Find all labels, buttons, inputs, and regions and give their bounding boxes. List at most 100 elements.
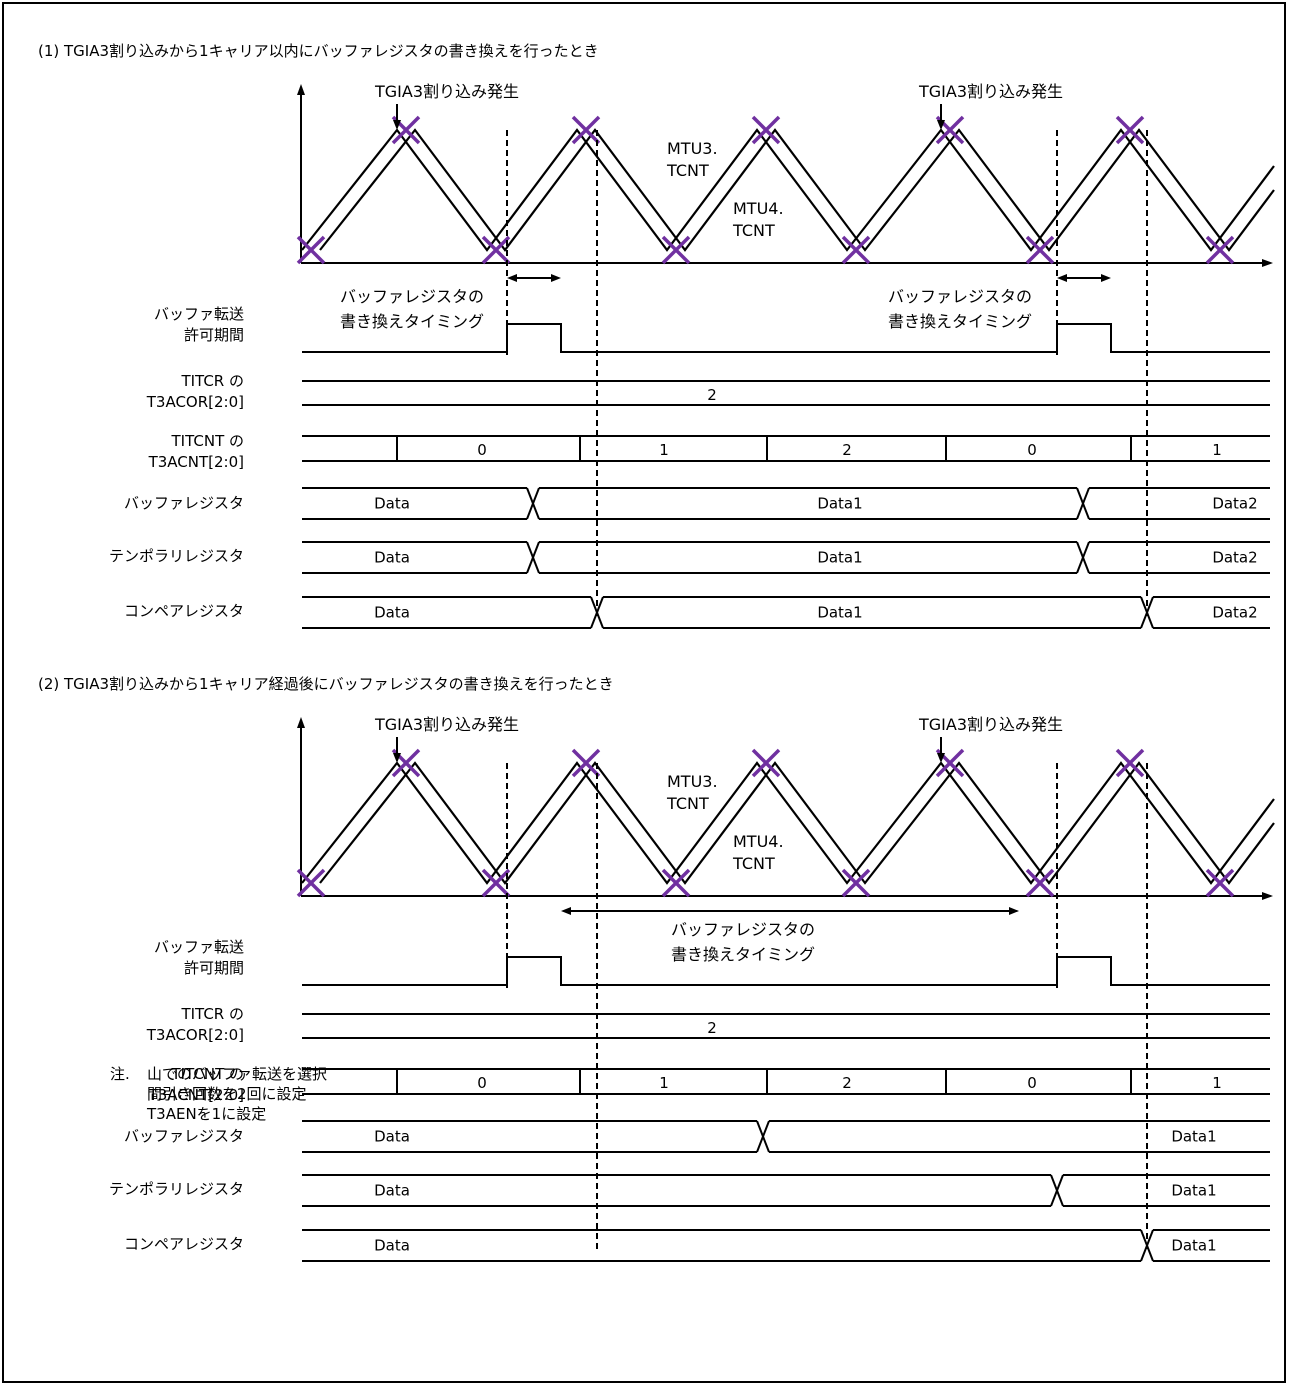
sec2-label-transfer-2: 許可期間	[184, 959, 244, 977]
sec1-rewrite-label-1-2: 書き換えタイミング	[340, 312, 484, 331]
sec2-buffer-bus-value-2: Data1	[1171, 1128, 1216, 1146]
sec1-compare-bus-cross-b-2	[1140, 596, 1154, 629]
sec1-mtu4-tcnt-wave	[319, 128, 1275, 252]
sec1-mtu3-tcnt-wave	[301, 128, 1275, 252]
sec1-buffer-bus-value-2: Data1	[817, 495, 862, 513]
sec1-buffer-bus-value-1: Data	[374, 495, 410, 513]
sec1-marker-3-b	[571, 115, 601, 145]
sec1-rewrite-label-2-1: バッファレジスタの	[888, 287, 1032, 306]
sec1-label-transfer-2: 許可期間	[184, 326, 244, 344]
note-line-2: 間引き回数を2回に設定	[147, 1085, 307, 1103]
sec2-titcnt-value-5: 1	[1212, 1074, 1222, 1092]
sec2-titcr-value: 2	[707, 1019, 717, 1037]
sec1-interrupt-arrowhead-1	[393, 120, 401, 130]
sec2-marker-2-b	[391, 748, 421, 778]
sec1-interrupt-label-1: TGIA3割り込み発生	[374, 82, 519, 101]
sec1-marker-10-b	[1025, 235, 1055, 265]
sec2-compare-bus-value-2: Data1	[1171, 1237, 1216, 1255]
sec1-compare-bus-value-1: Data	[374, 604, 410, 622]
sec1-marker-11-b	[1205, 235, 1235, 265]
sec2-mtu4-tcnt-wave	[319, 761, 1275, 885]
sec2-mtu4-label-2: TCNT	[732, 854, 775, 873]
sec1-mtu3-label-2: TCNT	[666, 161, 709, 180]
sec2-interrupt-label-1: TGIA3割り込み発生	[374, 715, 519, 734]
sec2-marker-11-b	[1205, 868, 1235, 898]
sec1-titcnt-value-3: 2	[842, 441, 852, 459]
sec1-label-buffer-1: バッファレジスタ	[124, 494, 244, 512]
sec1-compare-bus-cross-b-1	[590, 596, 604, 629]
note-prefix: 注.	[110, 1065, 130, 1083]
sec1-buffer-bus-cross-b-2	[1076, 487, 1090, 520]
sec2-marker-6-b	[1115, 748, 1145, 778]
sec2-axis-x-arrow	[1262, 892, 1273, 900]
sec1-mtu4-label-1: MTU4.	[733, 199, 784, 218]
sec1-title: (1) TGIA3割り込みから1キャリア以内にバッファレジスタの書き換えを行った…	[38, 42, 599, 60]
sec2-interrupt-arrowhead-1	[393, 753, 401, 763]
sec2-mtu3-label-2: TCNT	[666, 794, 709, 813]
sec1-label-transfer-1: バッファ転送	[154, 305, 244, 323]
sec1-label-titcnt-1: TITCNT の	[171, 432, 245, 450]
sec2-rewrite-arrow-head-right	[1009, 907, 1019, 915]
sec2-axis-y-arrow	[297, 717, 305, 728]
note-line-3: T3AENを1に設定	[147, 1105, 267, 1123]
sec1-buffer-bus-cross-b-1	[526, 487, 540, 520]
sec1-transfer-wave	[302, 323, 1270, 353]
sec2-label-buffer-1: バッファレジスタ	[124, 1127, 244, 1145]
sec2-rewrite-arrow-head-left	[561, 907, 571, 915]
sec1-temp-bus-cross-b-2	[1076, 541, 1090, 574]
sec1-label-temp-1: テンポラリレジスタ	[109, 547, 244, 565]
sec1-marker-5-b	[935, 115, 965, 145]
sec1-temp-bus-cross-b-1	[526, 541, 540, 574]
sec1-axis-x-arrow	[1262, 259, 1273, 267]
sec2-mtu3-tcnt-wave	[301, 761, 1275, 885]
sec2-temp-bus-cross-b-1	[1050, 1174, 1064, 1207]
sec2-interrupt-arrowhead-2	[937, 753, 945, 763]
sec2-marker-1-b	[296, 868, 326, 898]
sec2-titcnt-value-1: 0	[477, 1074, 487, 1092]
sec1-mtu4-label-2: TCNT	[732, 221, 775, 240]
sec1-marker-2-b	[391, 115, 421, 145]
sec2-buffer-bus-value-1: Data	[374, 1128, 410, 1146]
sec1-compare-bus-value-3: Data2	[1212, 604, 1257, 622]
sec1-marker-7-b	[481, 235, 511, 265]
sec1-buffer-bus-value-3: Data2	[1212, 495, 1257, 513]
sec2-buffer-bus-cross-b-1	[756, 1120, 770, 1153]
sec2-compare-bus-cross-b-1	[1140, 1229, 1154, 1262]
sec1-rewrite-arrow-1-head-right	[551, 274, 561, 282]
sec2-mtu3-label-1: MTU3.	[667, 772, 718, 791]
note-line-1: 山でのバッファ転送を選択	[147, 1065, 328, 1083]
sec2-label-titcr-1: TITCR の	[180, 1005, 244, 1023]
sec1-interrupt-label-2: TGIA3割り込み発生	[918, 82, 1063, 101]
sec1-marker-6-b	[1115, 115, 1145, 145]
sec1-rewrite-arrow-1-head-left	[507, 274, 517, 282]
sec1-titcnt-value-4: 0	[1027, 441, 1037, 459]
sec2-title: (2) TGIA3割り込みから1キャリア経過後にバッファレジスタの書き換えを行っ…	[38, 675, 614, 693]
sec2-titcnt-value-2: 1	[659, 1074, 669, 1092]
sec1-marker-1-b	[296, 235, 326, 265]
sec1-label-titcnt-2: T3ACNT[2:0]	[148, 453, 244, 471]
sec2-interrupt-label-2: TGIA3割り込み発生	[918, 715, 1063, 734]
sec1-temp-bus-value-2: Data1	[817, 549, 862, 567]
sec1-label-titcr-2: T3ACOR[2:0]	[146, 393, 244, 411]
sec2-marker-10-b	[1025, 868, 1055, 898]
sec2-marker-9-b	[841, 868, 871, 898]
sec2-mtu4-label-1: MTU4.	[733, 832, 784, 851]
sec1-rewrite-arrow-2-head-right	[1101, 274, 1111, 282]
sec1-mtu3-label-1: MTU3.	[667, 139, 718, 158]
sec1-rewrite-label-2-2: 書き換えタイミング	[888, 312, 1032, 331]
sec2-label-titcr-2: T3ACOR[2:0]	[146, 1026, 244, 1044]
sec2-titcnt-value-3: 2	[842, 1074, 852, 1092]
sec1-titcnt-value-5: 1	[1212, 441, 1222, 459]
sec2-marker-5-b	[935, 748, 965, 778]
sec2-label-compare-1: コンペアレジスタ	[124, 1235, 244, 1253]
sec2-marker-3-b	[571, 748, 601, 778]
sec2-rewrite-label-2: 書き換えタイミング	[671, 945, 815, 964]
sec2-label-titcnt-2: T3ACNT[2:0]	[148, 1086, 244, 1104]
sec2-marker-8-b	[661, 868, 691, 898]
sec1-titcr-value: 2	[707, 386, 717, 404]
sec2-rewrite-label-1: バッファレジスタの	[671, 920, 815, 939]
sec1-titcnt-value-2: 1	[659, 441, 669, 459]
sec1-rewrite-arrow-2-head-left	[1057, 274, 1067, 282]
